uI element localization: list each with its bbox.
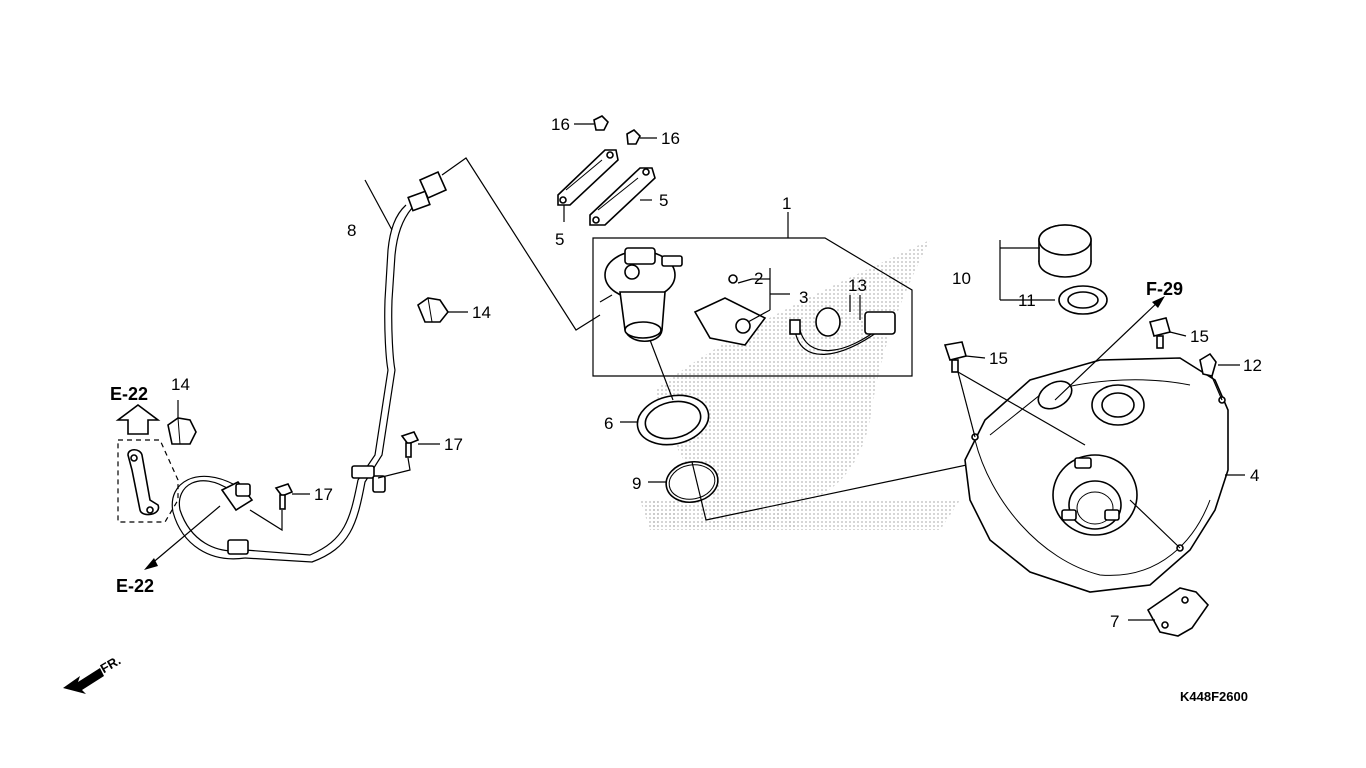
- tank-bolt-left[interactable]: [943, 341, 967, 373]
- callout-13: 13: [848, 276, 867, 295]
- callout-17-lower: 17: [314, 485, 333, 504]
- callout-3: 3: [799, 288, 808, 307]
- callout-leaders: [177, 123, 1245, 621]
- e22-bracket-group: [117, 439, 179, 523]
- callout-9: 9: [632, 474, 641, 493]
- callout-14-upper: 14: [472, 303, 491, 322]
- fuel-pump[interactable]: [599, 247, 683, 343]
- fuel-pump-assembly-box: [592, 212, 913, 377]
- diagram-code: K448F2600: [1180, 689, 1248, 704]
- callout-5-right: 5: [659, 191, 668, 210]
- callout-1: 1: [782, 194, 791, 213]
- callout-16-left: 16: [551, 115, 570, 134]
- callout-16-right: 16: [661, 129, 680, 148]
- fuel-cap[interactable]: [1038, 224, 1092, 278]
- callout-14-lower: 14: [171, 375, 190, 394]
- tank-bottom-bracket[interactable]: [1146, 587, 1210, 637]
- callout-6: 6: [604, 414, 613, 433]
- svg-text:HONDA: HONDA: [650, 493, 797, 537]
- pump-gasket[interactable]: [633, 389, 713, 451]
- callout-15-left: 15: [989, 349, 1008, 368]
- callout-8: 8: [347, 221, 356, 240]
- front-direction-arrow: [63, 668, 104, 694]
- fuel-level-sender-plate[interactable]: [693, 274, 767, 346]
- callout-15-right: 15: [1190, 327, 1209, 346]
- callout-2: 2: [754, 269, 763, 288]
- callout-5-left: 5: [555, 230, 564, 249]
- pump-o-ring[interactable]: [663, 458, 721, 506]
- nut-left[interactable]: [593, 115, 609, 131]
- reference-e22-upper: E-22: [110, 384, 148, 404]
- tank-clip[interactable]: [1199, 352, 1217, 377]
- hose-clamp-upper[interactable]: [417, 297, 449, 323]
- callout-11: 11: [1018, 291, 1036, 310]
- e22-down-arrow: [144, 505, 221, 570]
- honda-wing-watermark: HONDA: [640, 240, 960, 537]
- callout-10: 10: [952, 269, 971, 288]
- pump-leader-lines: [649, 339, 1086, 521]
- callout-12: 12: [1243, 356, 1262, 375]
- bracket-plate-right[interactable]: [589, 167, 656, 226]
- tank-bolt-right[interactable]: [1149, 317, 1171, 349]
- fuel-tank[interactable]: [964, 357, 1229, 593]
- callout-4: 4: [1250, 466, 1259, 485]
- nut-right[interactable]: [626, 129, 641, 145]
- hose-clamp-lower[interactable]: [167, 417, 197, 445]
- callout-7: 7: [1110, 612, 1119, 631]
- bolt-upper[interactable]: [400, 431, 420, 458]
- fuel-cap-gasket[interactable]: [1058, 285, 1108, 315]
- callout-17-upper: 17: [444, 435, 463, 454]
- reference-f29: F-29: [1146, 279, 1183, 299]
- fuel-hose[interactable]: [171, 170, 448, 563]
- bracket-plate-left[interactable]: [557, 149, 619, 206]
- reference-e22-lower: E-22: [116, 576, 154, 596]
- bolt-leader-lines: [249, 457, 411, 532]
- e22-up-arrow: [115, 404, 161, 435]
- pump-wire-harness[interactable]: [789, 307, 896, 355]
- bolt-lower[interactable]: [274, 483, 294, 510]
- hose-leader-lines: [364, 157, 601, 331]
